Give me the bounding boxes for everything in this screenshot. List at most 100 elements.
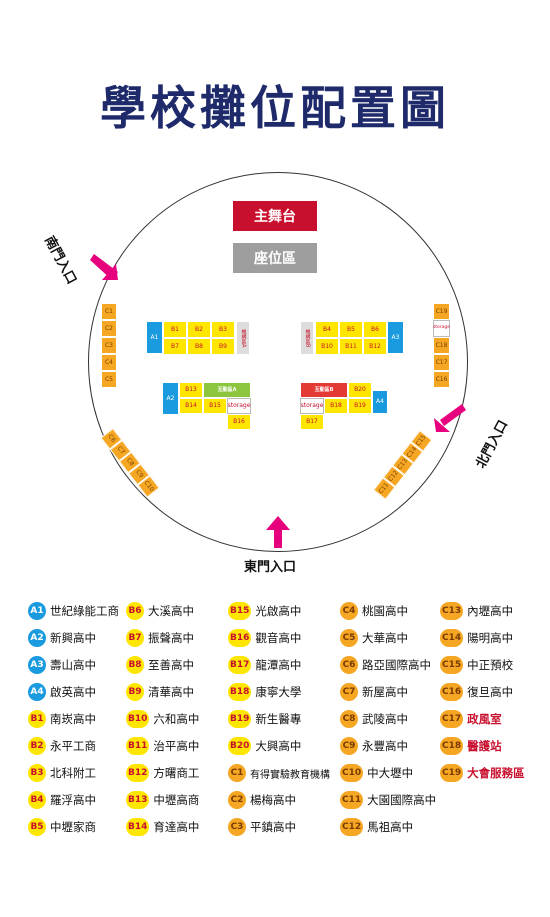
- legend-school-name: 大園國際高中: [367, 793, 437, 807]
- east-entrance-arrow-icon: [266, 516, 290, 548]
- booth-b18[interactable]: B18: [324, 398, 348, 414]
- booth-b1[interactable]: B1: [163, 321, 187, 338]
- legend-school-name: 方曙商工: [153, 766, 200, 780]
- storage-right: storage: [300, 398, 324, 414]
- booth-b15[interactable]: B15: [203, 398, 227, 414]
- booth-b6[interactable]: B6: [363, 321, 387, 338]
- booth-b7[interactable]: B7: [163, 338, 187, 355]
- booth-b20[interactable]: B20: [348, 382, 372, 398]
- legend-code-badge: C17: [440, 710, 464, 728]
- booth-c18[interactable]: C18: [433, 337, 450, 354]
- legend-school-name: 南崁高中: [50, 712, 96, 726]
- main-stage: 主舞台: [233, 201, 317, 231]
- lab-area-a: 機構區A: [236, 321, 250, 355]
- booth-a2[interactable]: A2: [162, 382, 179, 415]
- booth-b19[interactable]: B19: [348, 398, 372, 414]
- legend-code-badge: C10: [340, 764, 364, 782]
- legend-code-badge: B9: [126, 683, 144, 701]
- south-entrance-arrow-icon: [90, 254, 118, 280]
- booth-b12[interactable]: B12: [363, 338, 387, 355]
- legend-code-badge: C11: [340, 791, 364, 809]
- lab-area-b: 機構區B: [300, 321, 314, 355]
- booth-b2[interactable]: B2: [187, 321, 211, 338]
- legend-code-badge: A4: [28, 683, 46, 701]
- legend-code-badge: C6: [340, 656, 358, 674]
- booth-c19[interactable]: C19: [433, 303, 450, 320]
- booth-b5[interactable]: B5: [339, 321, 363, 338]
- legend-code-badge: A2: [28, 629, 46, 647]
- booth-b9[interactable]: B9: [211, 338, 235, 355]
- booth-c17[interactable]: C17: [433, 354, 450, 371]
- legend-school-name: 新生醫專: [255, 712, 302, 726]
- south-entrance-label: 南門入口: [41, 233, 79, 287]
- booth-b14[interactable]: B14: [179, 398, 203, 414]
- legend-school-name: 光啟高中: [255, 604, 302, 618]
- legend-school-name: 政風室: [467, 712, 502, 726]
- booth-c2[interactable]: C2: [101, 320, 117, 337]
- booth-c16[interactable]: C16: [433, 371, 450, 388]
- legend-code-badge: B17: [228, 656, 252, 674]
- legend-code-badge: B14: [126, 818, 150, 836]
- legend-code-badge: B20: [228, 737, 252, 755]
- booth-c1[interactable]: C1: [101, 303, 117, 320]
- legend-school-name: 武陵高中: [362, 712, 408, 726]
- legend-code-badge: C9: [340, 737, 358, 755]
- legend-code-badge: C7: [340, 683, 358, 701]
- legend-school-name: 六和高中: [153, 712, 200, 726]
- legend-school-name: 啟英高中: [50, 685, 96, 699]
- booth-b16[interactable]: B16: [227, 414, 251, 430]
- legend-school-name: 至善高中: [148, 658, 194, 672]
- booth-b10[interactable]: B10: [315, 338, 339, 355]
- legend-code-badge: C8: [340, 710, 358, 728]
- booth-c4[interactable]: C4: [101, 354, 117, 371]
- booth-b8[interactable]: B8: [187, 338, 211, 355]
- legend-school-name: 大溪高中: [148, 604, 194, 618]
- legend-code-badge: B3: [28, 764, 46, 782]
- legend-code-badge: C14: [440, 629, 464, 647]
- legend-code-badge: B18: [228, 683, 252, 701]
- booth-b17[interactable]: B17: [300, 414, 324, 430]
- legend-school-name: 陽明高中: [467, 631, 514, 645]
- booth-a4[interactable]: A4: [372, 390, 388, 414]
- booth-b3[interactable]: B3: [211, 321, 235, 338]
- interaction-area-b: 互動區B: [300, 382, 348, 398]
- legend-code-badge: B19: [228, 710, 252, 728]
- legend-code-badge: B5: [28, 818, 46, 836]
- legend-school-name: 清華高中: [148, 685, 194, 699]
- booth-a3[interactable]: A3: [387, 321, 404, 354]
- page-title: 學校攤位配置圖: [100, 81, 450, 135]
- legend-code-badge: B16: [228, 629, 252, 647]
- booth-a1[interactable]: A1: [146, 321, 163, 354]
- booth-b13[interactable]: B13: [179, 382, 203, 398]
- east-entrance-label: 東門入口: [244, 560, 297, 575]
- booth-c3[interactable]: C3: [101, 337, 117, 354]
- legend-school-name: 育達高中: [153, 820, 200, 834]
- legend-code-badge: C4: [340, 602, 358, 620]
- booth-c5[interactable]: C5: [101, 371, 117, 388]
- legend-school-name: 中大壢中: [367, 766, 414, 780]
- booth-b11[interactable]: B11: [339, 338, 363, 355]
- legend-code-badge: B2: [28, 737, 46, 755]
- legend-code-badge: C15: [440, 656, 464, 674]
- booth-b4[interactable]: B4: [315, 321, 339, 338]
- legend-school-name: 龍潭高中: [255, 658, 302, 672]
- legend-code-badge: B11: [126, 737, 150, 755]
